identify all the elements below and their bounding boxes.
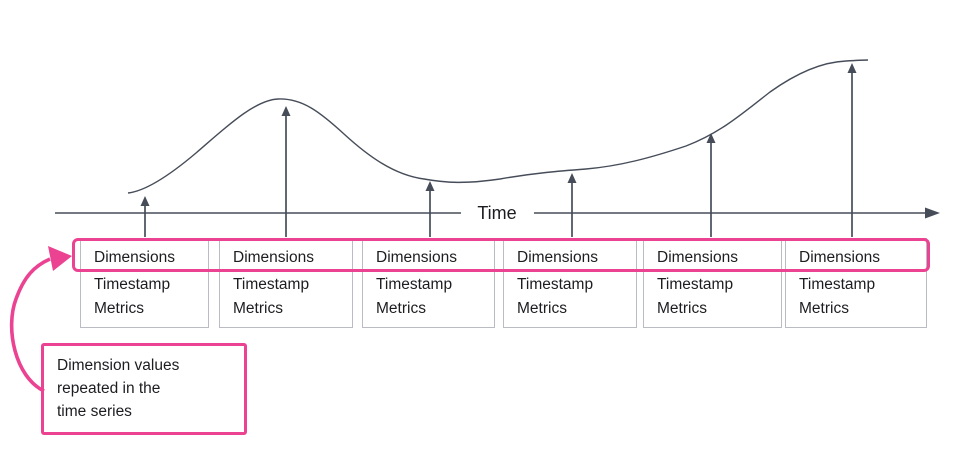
time-axis: Time: [55, 203, 940, 223]
sample-arrow-5: [706, 133, 716, 237]
callout-text-line: time series: [57, 403, 132, 420]
timestamp-label: Timestamp: [233, 276, 310, 293]
record-box-4: Dimensions Timestamp Metrics: [503, 238, 637, 328]
dimensions-label: Dimensions: [376, 249, 457, 266]
timestamp-label: Timestamp: [517, 276, 594, 293]
dimensions-label: Dimensions: [517, 249, 598, 266]
timestamp-label: Timestamp: [657, 276, 734, 293]
time-series-curve: [127, 59, 869, 194]
metrics-label: Metrics: [376, 300, 426, 317]
sample-arrow-4: [567, 173, 577, 237]
callout-text-line: repeated in the: [57, 380, 161, 397]
timestamp-label: Timestamp: [799, 276, 876, 293]
time-axis-label: Time: [477, 203, 516, 223]
dimensions-label: Dimensions: [657, 249, 738, 266]
metrics-label: Metrics: [233, 300, 283, 317]
record-box-2: Dimensions Timestamp Metrics: [219, 238, 353, 328]
metrics-label: Metrics: [657, 300, 707, 317]
dimensions-label: Dimensions: [94, 249, 175, 266]
metrics-label: Metrics: [799, 300, 849, 317]
metrics-label: Metrics: [94, 300, 144, 317]
sample-arrow-6: [847, 63, 857, 237]
dimensions-highlight-box: [72, 238, 930, 272]
callout-arrowhead-icon: [48, 246, 72, 271]
record-box-6: Dimensions Timestamp Metrics: [785, 238, 927, 328]
sample-arrow-3: [425, 181, 435, 237]
metrics-label: Metrics: [517, 300, 567, 317]
callout-text-line: Dimension values: [57, 357, 180, 374]
sample-arrow-1: [140, 196, 150, 237]
dimensions-label: Dimensions: [233, 249, 314, 266]
callout-box: Dimension values repeated in the time se…: [41, 343, 247, 435]
timestamp-label: Timestamp: [376, 276, 453, 293]
timestamp-label: Timestamp: [94, 276, 171, 293]
dimensions-label: Dimensions: [799, 249, 880, 266]
sample-arrow-2: [281, 106, 291, 237]
axis-arrowhead-icon: [925, 207, 940, 219]
record-box-3: Dimensions Timestamp Metrics: [362, 238, 495, 328]
